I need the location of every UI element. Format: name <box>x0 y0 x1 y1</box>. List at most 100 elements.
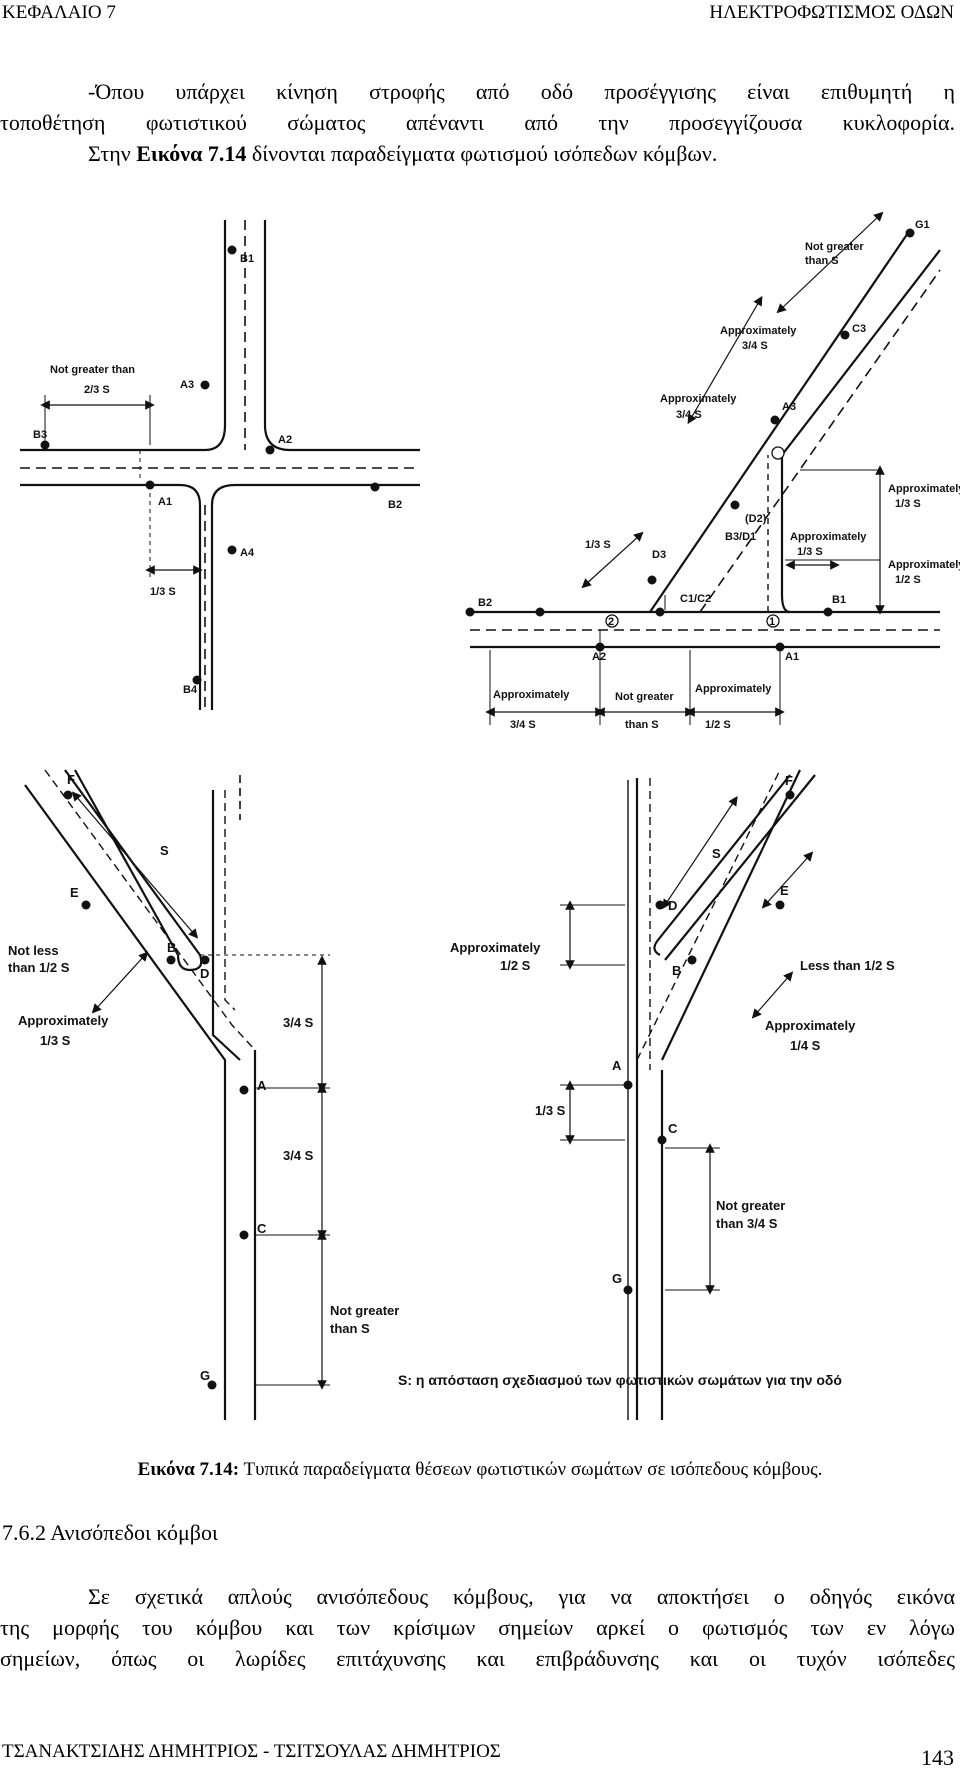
d3-third-label: 1/3 S <box>40 1033 71 1048</box>
body-line-2: της μορφής του κόμβου και των κρίσιμων σ… <box>0 1615 955 1640</box>
intro-line-1: -Όπου υπάρχει κίνηση στροφής από οδό προ… <box>88 79 955 104</box>
d2-approx-label-5: Approximately <box>888 559 960 571</box>
d2-right-third-label: 1/3 S <box>895 498 921 510</box>
body-paragraph: Σε σχετικά απλούς ανισόπεδους κόμβους, γ… <box>0 1581 955 1674</box>
d3-label-e: E <box>70 885 79 900</box>
d2-than-s-label: than S <box>805 255 839 267</box>
intro-line-3: Στην Εικόνα 7.14 δίνονται παραδείγματα φ… <box>0 138 955 169</box>
label-a2: A2 <box>278 434 292 446</box>
intro-line-3-post: δίνονται παραδείγματα φωτισμού ισόπεδων … <box>246 141 718 166</box>
d3-than-half-label: than 1/2 S <box>8 960 70 975</box>
intro-line-2: τοποθέτηση φωτιστικού σώματος απέναντι α… <box>0 110 955 135</box>
figure-note: S: η απόσταση σχεδιασμού των φωτιστικών … <box>398 1372 842 1388</box>
d4-label-f: F <box>785 773 793 788</box>
d4-label-b: B <box>672 963 681 978</box>
d2-bottom-than-label: than S <box>625 719 659 731</box>
d2-bottom-three-q-label: 3/4 S <box>510 719 536 731</box>
d4-not-greater-label: Not greater <box>716 1198 785 1213</box>
body-line-1: Σε σχετικά απλούς ανισόπεδους κόμβους, γ… <box>88 1584 955 1609</box>
d4-third-label: 1/3 S <box>535 1103 566 1118</box>
d2-bottom-not-label: Not greater <box>615 691 674 703</box>
d4-approx-label: Approximately <box>450 940 541 955</box>
d2-right-half-label: 1/2 S <box>895 574 921 586</box>
figure-reference: Εικόνα 7.14 <box>136 141 247 166</box>
d4-less-than-label: Less than 1/2 S <box>800 958 895 973</box>
page-number: 143 <box>921 1745 954 1770</box>
label-a3: A3 <box>180 379 194 391</box>
d4-than-3q-label: than 3/4 S <box>716 1216 778 1231</box>
label-b2-skew: B2 <box>478 597 492 609</box>
d2-one-third-b-label: 1/3 S <box>797 546 823 558</box>
d4-label-d: D <box>668 898 677 913</box>
d2-bottom-half-label: 1/2 S <box>705 719 731 731</box>
d3-not-less-label: Not less <box>8 943 59 958</box>
label-a1: A1 <box>158 496 172 508</box>
d4-label-a: A <box>612 1058 622 1073</box>
d2-bottom-approx2-label: Approximately <box>695 683 772 695</box>
label-b1: B1 <box>240 253 254 265</box>
d3-label-g: G <box>200 1368 210 1383</box>
d2-three-quarter-label-2: 3/4 S <box>676 409 702 421</box>
caption-ref: Εικόνα 7.14: <box>137 1459 240 1480</box>
d2-not-greater-label: Not greater <box>805 241 864 253</box>
d3-label-c: C <box>257 1221 267 1236</box>
d2-approx-label-2: Approximately <box>660 393 737 405</box>
d2-bottom-approx-label: Approximately <box>493 689 570 701</box>
section-heading: 7.6.2 Ανισόπεδοι κόμβοι <box>2 1520 218 1545</box>
label-d2: (D2) <box>745 513 767 525</box>
diagram-four-way-intersection <box>20 220 420 710</box>
d4-label-e: E <box>780 883 789 898</box>
caption-text: Τυπικά παραδείγματα θέσεων φωτιστικών σω… <box>239 1459 823 1480</box>
d4-quarter-label: 1/4 S <box>790 1038 821 1053</box>
d2-approx-label-4: Approximately <box>888 483 960 495</box>
figure-7-14: B1 A3 B3 A2 A1 B2 A4 B4 Not greater than… <box>8 211 960 1420</box>
label-b3: B3 <box>33 429 47 441</box>
d3-three-q-label-2: 3/4 S <box>283 1148 314 1163</box>
d2-three-quarter-label-1: 3/4 S <box>742 340 768 352</box>
d3-not-greater-label: Not greater <box>330 1303 399 1318</box>
label-g1: G1 <box>915 219 930 231</box>
luminaire-positions <box>40 228 915 1390</box>
label-a4: A4 <box>240 547 255 559</box>
label-b2: B2 <box>388 499 402 511</box>
d4-label-c: C <box>668 1121 678 1136</box>
figure-caption: Εικόνα 7.14: Τυπικά παραδείγματα θέσεων … <box>0 1459 960 1481</box>
d3-than-s-label: than S <box>330 1321 370 1336</box>
d4-half-label: 1/2 S <box>500 958 531 973</box>
d1-two-thirds-label: 2/3 S <box>84 384 110 396</box>
d4-label-g: G <box>612 1271 622 1286</box>
d4-label-s: S <box>712 846 721 861</box>
label-d3: D3 <box>652 549 666 561</box>
d3-label-b: B <box>167 940 176 955</box>
d1-one-third-label: 1/3 S <box>150 586 176 598</box>
d2-approx-label-1: Approximately <box>720 325 797 337</box>
chapter-header: ΚΕΦΑΛΑΙΟ 7 <box>2 2 116 23</box>
section-header: ΗΛΕΚΤΡΟΦΩΤΙΣΜΟΣ ΟΔΩΝ <box>709 2 954 23</box>
body-line-3: σημείων, όπως οι λωρίδες επιτάχυνσης και… <box>0 1646 955 1671</box>
d3-approx-label: Approximately <box>18 1013 109 1028</box>
footer-authors: ΤΣΑΝΑΚΤΣΙΔΗΣ ΔΗΜΗΤΡΙΟΣ - ΤΣΙΤΣΟΥΛΑΣ ΔΗΜΗ… <box>2 1741 501 1762</box>
marker-1: 1 <box>769 616 775 628</box>
diagram-y-junction-right <box>560 769 816 1420</box>
label-c3: C3 <box>852 323 866 335</box>
label-c1-c2: C1/C2 <box>680 593 711 605</box>
d3-label-a: A <box>257 1078 267 1093</box>
label-b1-skew: B1 <box>832 594 846 606</box>
d4-approx-label-2: Approximately <box>765 1018 856 1033</box>
d3-three-q-label-1: 3/4 S <box>283 1015 314 1030</box>
label-a3-skew: A3 <box>782 401 796 413</box>
d3-label-d: D <box>200 966 209 981</box>
diagram-skew-junction <box>470 211 941 725</box>
label-a2-skew: A2 <box>592 651 606 663</box>
d3-label-s: S <box>160 843 169 858</box>
diagram-y-junction-left <box>24 769 330 1420</box>
intro-paragraph: -Όπου υπάρχει κίνηση στροφής από οδό προ… <box>0 76 955 169</box>
label-b4: B4 <box>183 684 198 696</box>
d2-approx-label-3: Approximately <box>790 531 867 543</box>
d3-label-f: F <box>67 772 75 787</box>
intro-line-3-pre: Στην <box>88 141 137 166</box>
d1-not-greater-label: Not greater than <box>50 364 135 376</box>
d2-one-third-label: 1/3 S <box>585 539 611 551</box>
label-a1-skew: A1 <box>785 651 799 663</box>
marker-2: 2 <box>608 616 614 628</box>
